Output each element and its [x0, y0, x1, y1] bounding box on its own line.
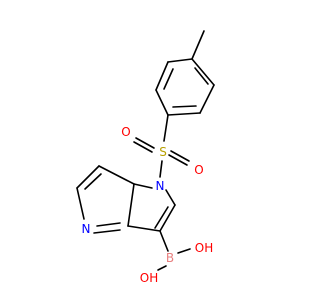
atom-nitrogen-pyridine: N: [82, 222, 91, 236]
bond-pyridine: [127, 183, 135, 227]
bond-pyridine: [98, 165, 135, 185]
atom-boron: B: [166, 251, 174, 265]
bond-b-oh-bottom: [157, 265, 167, 271]
bond-tolyl: [199, 84, 215, 114]
bond-pyridine: [76, 187, 85, 220]
bond-pyridine-inner: [84, 173, 102, 190]
bond-tolyl-inner: [163, 68, 174, 90]
bond-methyl: [191, 30, 205, 60]
bond-tolyl-inner: [172, 105, 197, 108]
bond-pyrrole: [133, 183, 153, 189]
bond-pyridine: [93, 229, 121, 234]
atom-labels: S O O N N B OH OH: [82, 125, 214, 285]
bond-tolyl: [167, 112, 201, 116]
bond-c-s: [163, 114, 169, 142]
bond-s-n: [159, 160, 163, 178]
bond-tolyl-inner: [194, 67, 209, 85]
bond-tolyl: [155, 89, 169, 116]
bond-tolyl: [155, 61, 169, 91]
bond-s-o-left: [133, 141, 153, 153]
bond-pyrrole-inner: [154, 206, 169, 229]
bond-pyrrole: [165, 189, 176, 206]
bond-s-o-right: [168, 154, 188, 166]
bond-pyrrole: [159, 204, 176, 232]
bond-b-oh-right: [177, 248, 191, 254]
bonds: [76, 30, 215, 271]
bond-tolyl: [191, 58, 215, 86]
bond-s-o-left: [135, 137, 155, 149]
molecule-structure: S O O N N B OH OH: [76, 30, 215, 285]
atom-oxygen-right: O: [194, 163, 203, 177]
atom-oxygen-left: O: [121, 125, 130, 139]
atom-hydroxyl-right: OH: [195, 241, 213, 255]
atom-sulfur: S: [159, 145, 167, 159]
bond-tolyl: [167, 58, 193, 63]
atom-nitrogen-pyrrole: N: [156, 179, 165, 193]
atom-hydroxyl-bottom: OH: [140, 271, 158, 285]
bond-pyridine-inner: [96, 222, 121, 227]
bond-s-o-right: [170, 150, 190, 162]
bond-pyridine: [76, 165, 100, 189]
bond-pyrrole: [127, 225, 161, 232]
bond-c-b: [159, 230, 169, 252]
